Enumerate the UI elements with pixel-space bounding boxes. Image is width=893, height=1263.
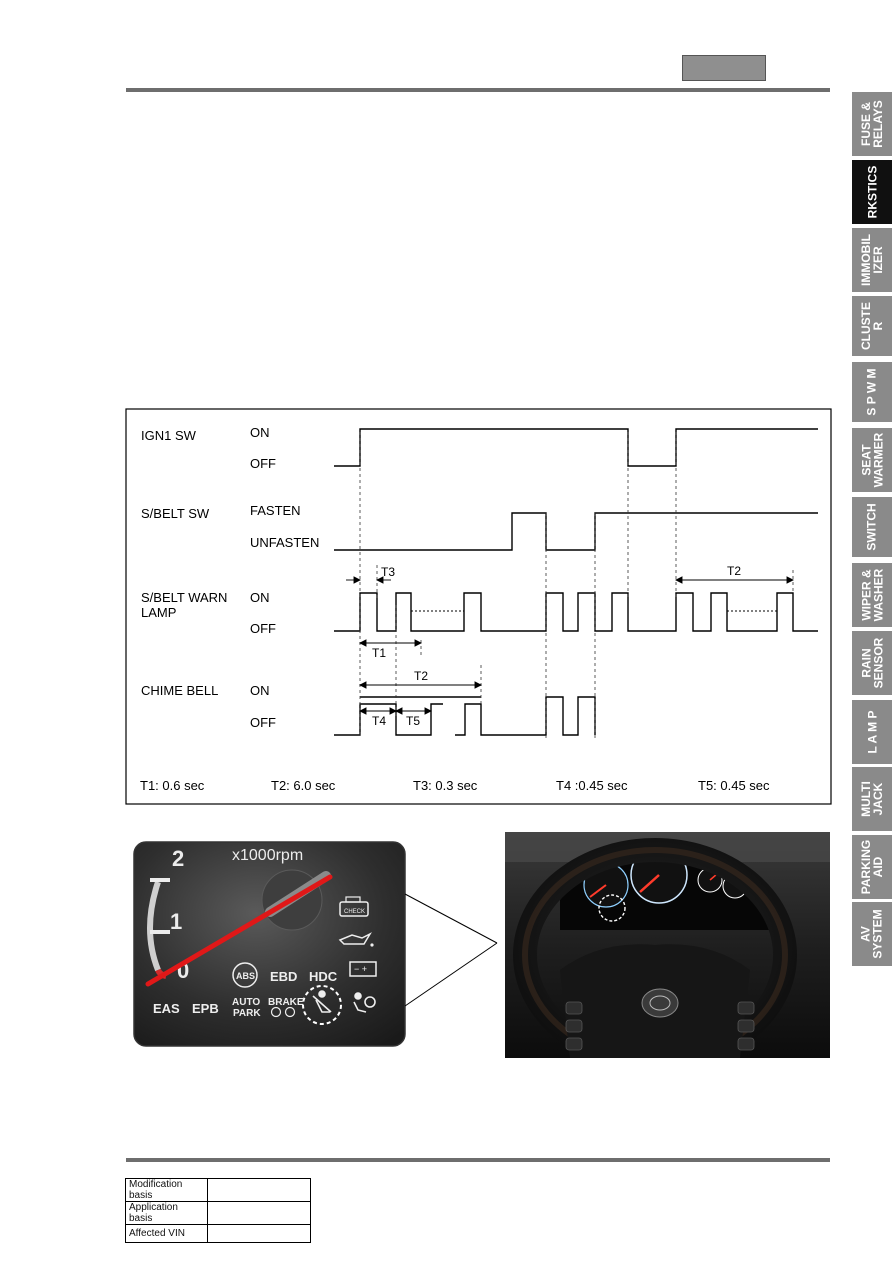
tab-seat-warmer[interactable]: SEAT WARMER (852, 428, 892, 492)
table-row: Modification basis (125, 1178, 311, 1202)
check-engine-icon: CHECK (339, 896, 369, 917)
modification-basis-label: Modification basis (125, 1178, 208, 1202)
affected-vin-value (207, 1224, 311, 1243)
marker-t1: T1 (372, 646, 386, 660)
signal-name-lamp-1: S/BELT WARN (141, 590, 227, 605)
legend-t3: T3: 0.3 sec (413, 778, 478, 793)
tach-needle (145, 874, 333, 987)
brake-label: BRAKE (268, 997, 304, 1008)
ebd-label: EBD (270, 969, 297, 984)
oil-pressure-icon (338, 932, 374, 947)
marker-t2-chime: T2 (414, 669, 428, 683)
tab-lamp[interactable]: L A M P (852, 700, 892, 764)
application-basis-label: Application basis (125, 1201, 208, 1225)
marker-t4: T4 (372, 714, 386, 728)
marker-t2-lamp: T2 (727, 564, 741, 578)
hdc-label: HDC (309, 969, 338, 984)
marker-t5: T5 (406, 714, 420, 728)
timing-diagram: IGN1 SW ON OFF S/BELT SW FASTEN UNFASTEN… (125, 408, 832, 805)
rpm-tick-2: 2 (172, 846, 184, 871)
tab-wiper-washer[interactable]: WIPER & WASHER (852, 563, 892, 627)
signal-name-ign1: IGN1 SW (141, 428, 197, 443)
airbag-icon (353, 992, 376, 1013)
legend-t1: T1: 0.6 sec (140, 778, 205, 793)
tab-spwm[interactable]: S P W M (852, 362, 892, 422)
lamp-off-label: OFF (250, 621, 276, 636)
battery-icon: − + (349, 961, 377, 977)
tab-parking-aid[interactable]: PARKING AID (852, 835, 892, 899)
svg-text:ABS: ABS (236, 971, 255, 981)
tab-fuse-relays[interactable]: FUSE & RELAYS (852, 92, 892, 156)
legend-t2: T2: 6.0 sec (271, 778, 336, 793)
seatbelt-highlight-circle (302, 985, 342, 1025)
belt-unfasten-label: UNFASTEN (250, 535, 319, 550)
signal-name-lamp-2: LAMP (141, 605, 176, 620)
ign1-off-label: OFF (250, 456, 276, 471)
epb-label: EPB (192, 1001, 219, 1016)
eas-label: EAS (153, 1001, 180, 1016)
cluster-zoom-illustration: 2 1 0 x1000rpm CHECK − + ABS EBD HDC EAS… (133, 841, 406, 1047)
chime-waveform-1 (334, 703, 443, 736)
modification-basis-value (207, 1178, 311, 1202)
ign1-on-label: ON (250, 425, 270, 440)
auto-park-label-1: AUTO (232, 997, 260, 1008)
tab-switch[interactable]: SWITCH (852, 497, 892, 557)
ign1-waveform (334, 428, 818, 467)
auto-park-label-2: PARK (233, 1008, 261, 1019)
chime-off-label: OFF (250, 715, 276, 730)
chime-waveform-2 (455, 696, 596, 736)
brake-pad-icon (270, 1006, 282, 1018)
tab-rain-sensor[interactable]: RAIN SENSOR (852, 631, 892, 695)
bottom-rule (126, 1158, 830, 1162)
top-rule (126, 88, 830, 92)
table-row: Affected VIN (125, 1224, 311, 1243)
legend-t4: T4 :0.45 sec (556, 778, 628, 793)
tab-av-system[interactable]: AV SYSTEM (852, 902, 892, 966)
revision-table: Modification basis Application basis Aff… (125, 1178, 311, 1243)
affected-vin-label: Affected VIN (125, 1224, 208, 1243)
chime-on-label: ON (250, 683, 270, 698)
section-header-box (682, 55, 766, 81)
photo-highlight-circle (598, 894, 626, 922)
marker-t3: T3 (381, 565, 395, 579)
svg-text:− +: − + (354, 964, 367, 974)
rpm-tick-1: 1 (170, 909, 182, 934)
tab-rkstics[interactable]: RKSTICS (852, 160, 892, 224)
seatbelt-warning-icon (312, 990, 332, 1013)
signal-name-chime: CHIME BELL (141, 683, 218, 698)
rpm-unit-label: x1000rpm (232, 847, 303, 864)
signal-name-belt: S/BELT SW (141, 506, 210, 521)
tab-immobilizer[interactable]: IMMOBIL IZER (852, 228, 892, 292)
table-row: Application basis (125, 1201, 311, 1225)
dashboard-photo (505, 832, 830, 1058)
svg-text:CHECK: CHECK (344, 909, 365, 915)
lamp-waveform (334, 592, 818, 632)
belt-fasten-label: FASTEN (250, 503, 301, 518)
legend-t5: T5: 0.45 sec (698, 778, 770, 793)
abs-icon (232, 962, 258, 988)
application-basis-value (207, 1201, 311, 1225)
lamp-on-label: ON (250, 590, 270, 605)
tab-multi-jack[interactable]: MULTI JACK (852, 767, 892, 831)
tab-cluster[interactable]: CLUSTE R (852, 296, 892, 356)
